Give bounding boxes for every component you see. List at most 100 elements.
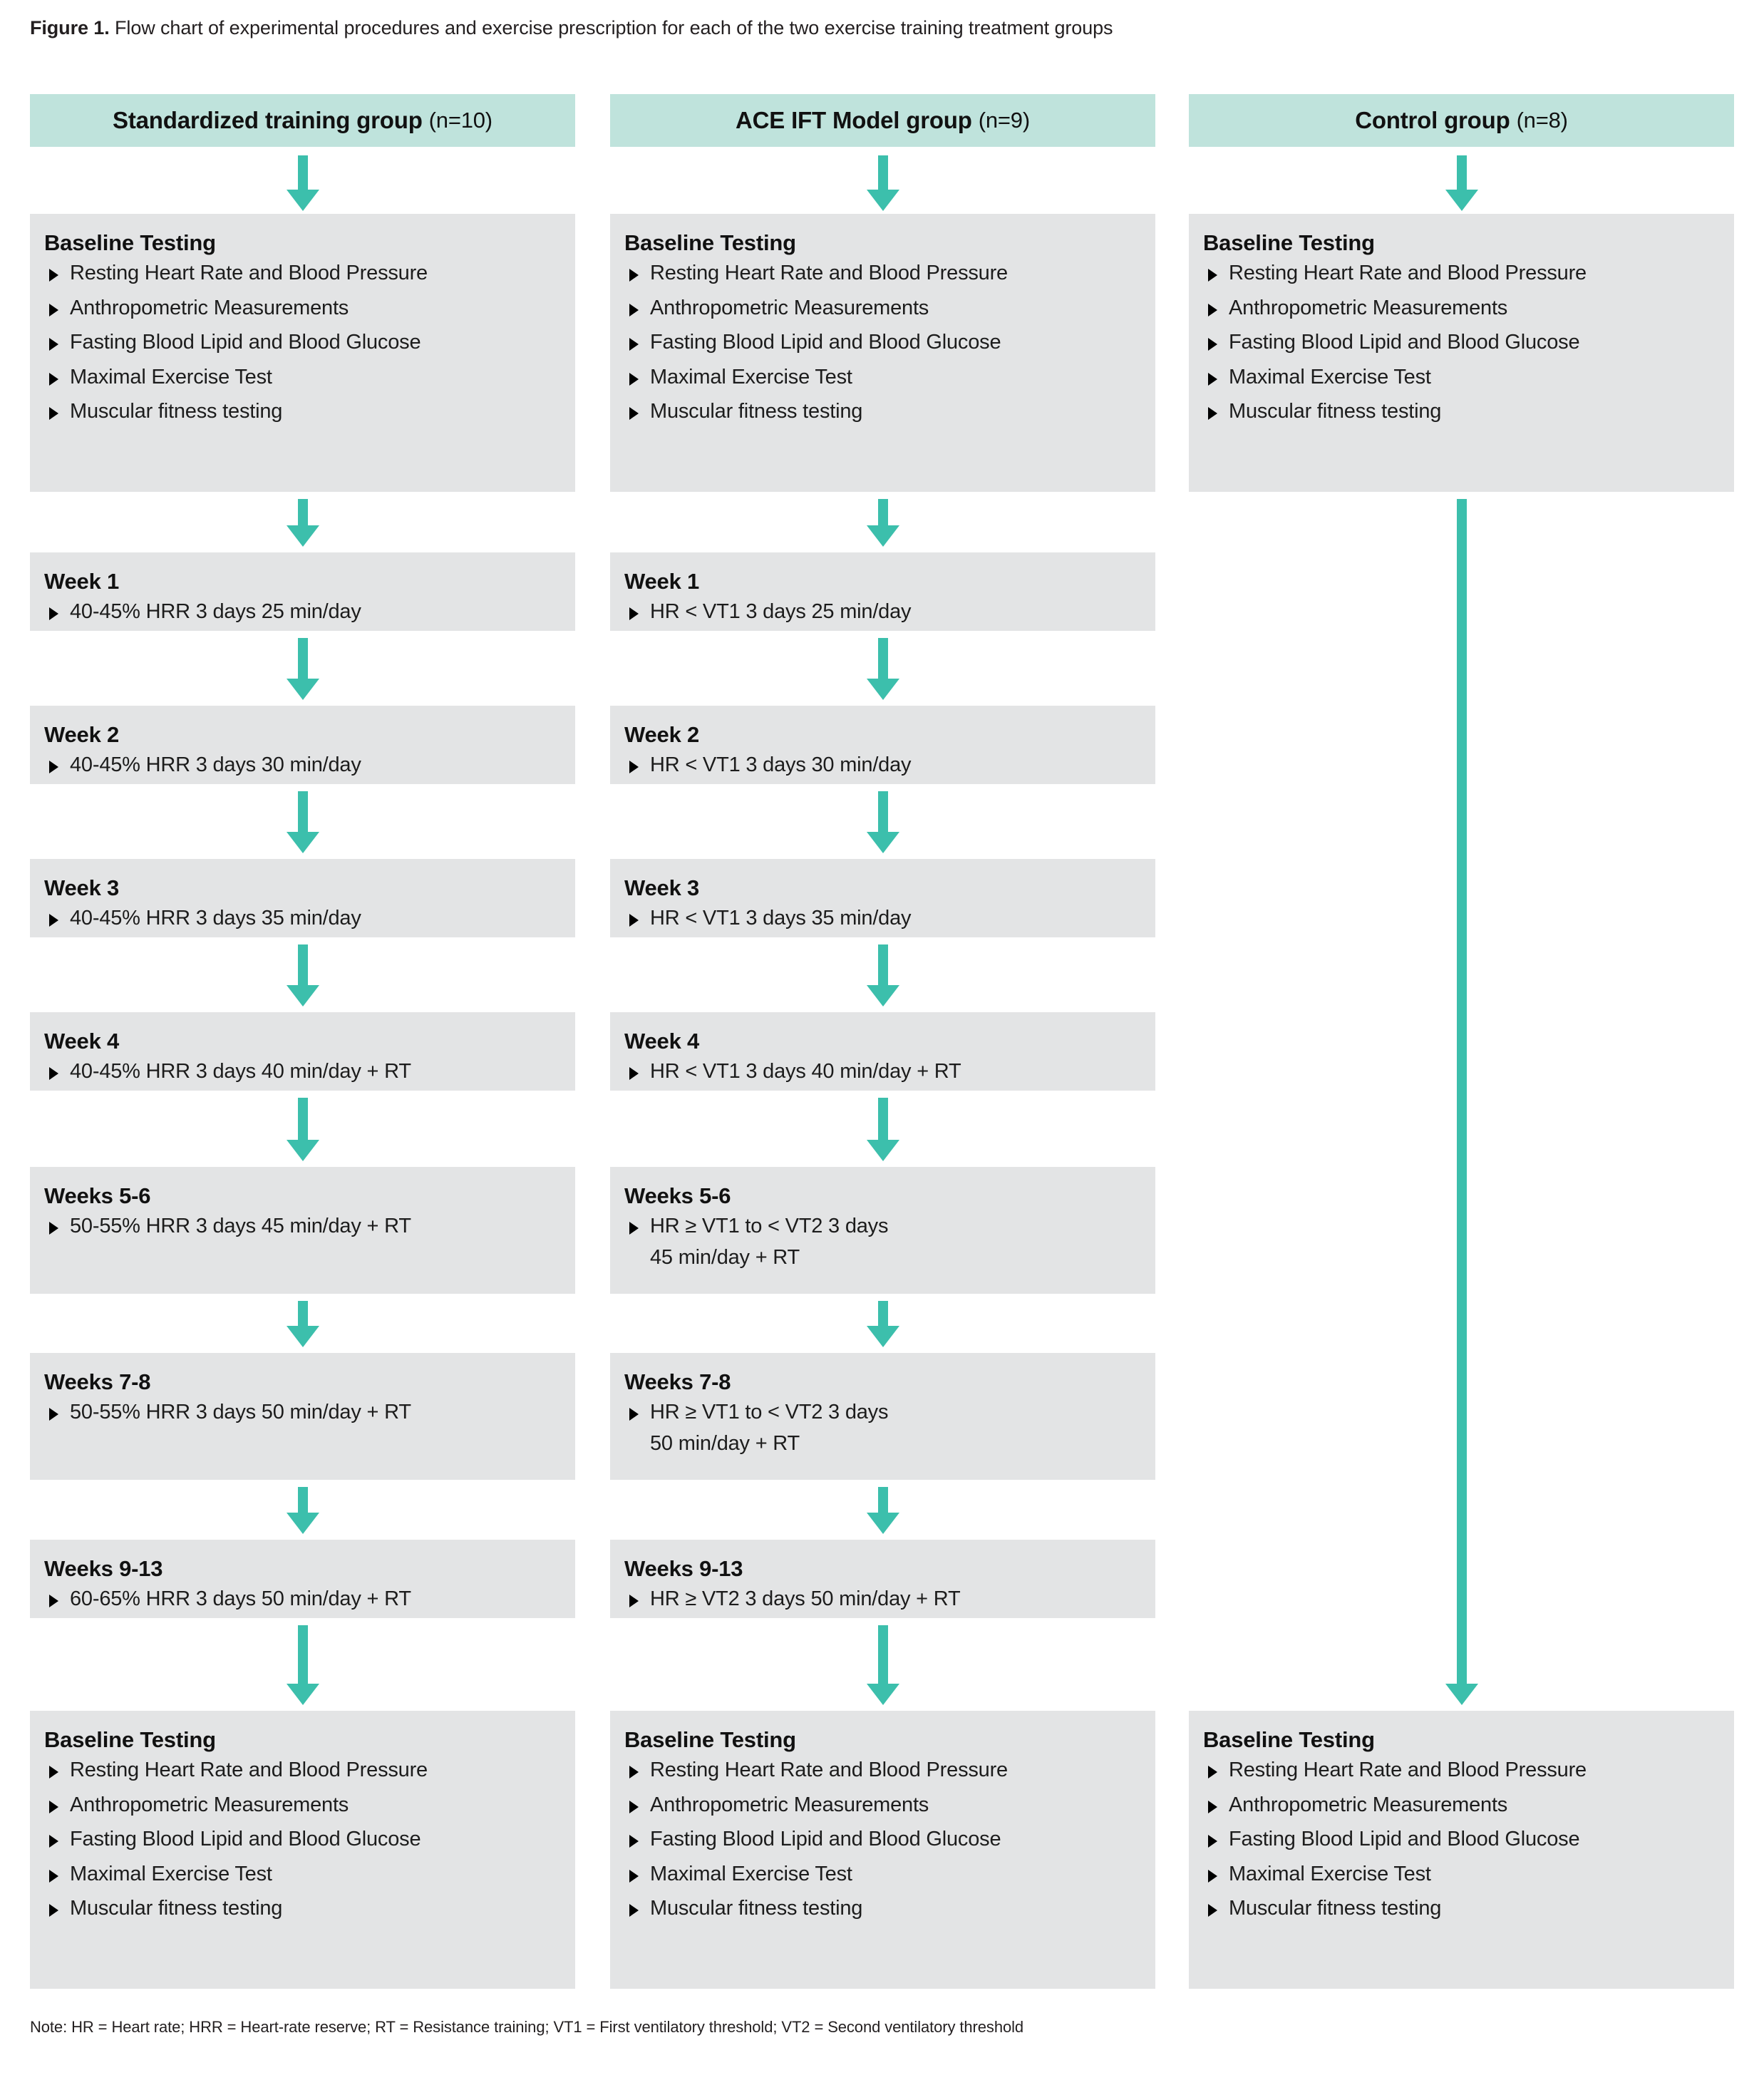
list-item: 50-55% HRR 3 days 45 min/day + RT	[44, 1214, 561, 1238]
list-item: Anthropometric Measurements	[624, 296, 1141, 320]
list-item: Fasting Blood Lipid and Blood Glucose	[624, 330, 1141, 354]
flow-box-list: 40-45% HRR 3 days 35 min/day	[44, 906, 561, 930]
flow-box-title: Weeks 7-8	[44, 1369, 151, 1394]
list-item: Resting Heart Rate and Blood Pressure	[624, 261, 1141, 285]
list-item-label: Fasting Blood Lipid and Blood Glucose	[650, 1828, 1001, 1850]
triangle-bullet-icon	[629, 1800, 639, 1813]
list-item-label: 60-65% HRR 3 days 50 min/day + RT	[70, 1587, 411, 1610]
arrow-head	[866, 1140, 899, 1161]
triangle-bullet-icon	[49, 607, 58, 620]
list-item: 40-45% HRR 3 days 25 min/day	[44, 599, 561, 624]
list-item-label: HR < VT1 3 days 25 min/day	[650, 600, 912, 623]
triangle-bullet-icon	[49, 1835, 58, 1848]
arrow-shaft	[297, 1625, 308, 1685]
list-item-label: Maximal Exercise Test	[70, 365, 272, 388]
flow-arrow-down-icon	[866, 1098, 899, 1161]
flow-box-title: Week 2	[44, 722, 120, 747]
arrow-shaft	[877, 944, 888, 987]
flow-arrow-down-icon	[866, 791, 899, 853]
list-item: HR < VT1 3 days 35 min/day	[624, 906, 1141, 930]
flow-box-title: Weeks 5-6	[44, 1183, 151, 1208]
arrow-head	[866, 679, 899, 700]
group-header-0: Standardized training group(n=10)	[30, 94, 575, 147]
list-item-label: Maximal Exercise Test	[1229, 365, 1431, 388]
list-item-continuation: 45 min/day + RT	[650, 1246, 800, 1269]
triangle-bullet-icon	[1208, 1800, 1217, 1813]
list-item-label: 50-55% HRR 3 days 50 min/day + RT	[70, 1401, 411, 1424]
flow-box-title: Baseline Testing	[44, 1727, 216, 1752]
flow-box: Week 1 HR < VT1 3 days 25 min/day	[610, 552, 1155, 631]
flow-arrow-down-icon	[286, 499, 319, 547]
flow-arrow-down-icon	[866, 1301, 899, 1347]
triangle-bullet-icon	[629, 1222, 639, 1235]
triangle-bullet-icon	[629, 269, 639, 282]
flow-arrow-down-icon	[1445, 499, 1478, 1705]
list-item: Resting Heart Rate and Blood Pressure	[624, 1758, 1141, 1782]
flow-box-title: Week 4	[624, 1029, 700, 1054]
figure-note: Note: HR = Heart rate; HRR = Heart-rate …	[30, 2018, 1024, 2036]
list-item: Maximal Exercise Test	[624, 1862, 1141, 1886]
list-item-label: Fasting Blood Lipid and Blood Glucose	[1229, 1828, 1580, 1850]
flow-box-title: Baseline Testing	[624, 1727, 796, 1752]
flow-box-title: Weeks 9-13	[44, 1556, 163, 1581]
list-item-label: 40-45% HRR 3 days 30 min/day	[70, 753, 361, 776]
triangle-bullet-icon	[1208, 269, 1217, 282]
list-item: Anthropometric Measurements	[1203, 296, 1720, 320]
flow-box-title: Week 1	[44, 569, 120, 594]
list-item-label: Fasting Blood Lipid and Blood Glucose	[650, 331, 1001, 354]
list-item-label: Fasting Blood Lipid and Blood Glucose	[70, 1828, 421, 1850]
flow-box: Weeks 5-6 50-55% HRR 3 days 45 min/day + …	[30, 1167, 575, 1294]
triangle-bullet-icon	[629, 303, 639, 316]
list-item-label: 40-45% HRR 3 days 35 min/day	[70, 907, 361, 930]
list-item: 60-65% HRR 3 days 50 min/day + RT	[44, 1587, 561, 1611]
flow-box-list: 40-45% HRR 3 days 30 min/day	[44, 753, 561, 777]
list-item: Anthropometric Measurements	[1203, 1793, 1720, 1817]
list-item: HR ≥ VT2 3 days 50 min/day + RT	[624, 1587, 1141, 1611]
list-item-label: 50-55% HRR 3 days 45 min/day + RT	[70, 1215, 411, 1237]
list-item-label: Resting Heart Rate and Blood Pressure	[1229, 1759, 1587, 1781]
list-item: Maximal Exercise Test	[624, 365, 1141, 389]
arrow-head	[286, 1684, 319, 1705]
list-item-label: 40-45% HRR 3 days 25 min/day	[70, 600, 361, 623]
arrow-shaft	[877, 1487, 888, 1514]
triangle-bullet-icon	[629, 1067, 639, 1080]
arrow-shaft	[297, 1301, 308, 1327]
list-item-label: Resting Heart Rate and Blood Pressure	[650, 1759, 1008, 1781]
arrow-head	[866, 1513, 899, 1534]
flow-arrow-down-icon	[866, 155, 899, 211]
arrow-shaft	[877, 1625, 888, 1685]
flow-arrow-down-icon	[286, 1487, 319, 1534]
list-item-label: Muscular fitness testing	[1229, 400, 1442, 423]
triangle-bullet-icon	[629, 914, 639, 927]
list-item-label: Maximal Exercise Test	[70, 1862, 272, 1885]
flow-box: Week 1 40-45% HRR 3 days 25 min/day	[30, 552, 575, 631]
triangle-bullet-icon	[49, 269, 58, 282]
flow-box-title: Week 1	[624, 569, 700, 594]
figure-label: Figure 1.	[30, 17, 110, 38]
triangle-bullet-icon	[1208, 1835, 1217, 1848]
arrow-head	[286, 1326, 319, 1347]
list-item-continuation: 50 min/day + RT	[650, 1432, 800, 1455]
flow-box-list: HR < VT1 3 days 35 min/day	[624, 906, 1141, 930]
arrow-shaft	[297, 791, 308, 833]
arrow-shaft	[297, 1487, 308, 1514]
flow-arrow-down-icon	[866, 1625, 899, 1705]
list-item-label: Muscular fitness testing	[650, 400, 863, 423]
list-item-label: 40-45% HRR 3 days 40 min/day + RT	[70, 1060, 411, 1083]
triangle-bullet-icon	[629, 1835, 639, 1848]
group-header-count: (n=8)	[1516, 108, 1568, 133]
arrow-shaft	[877, 155, 888, 191]
arrow-head	[286, 190, 319, 211]
flow-box-list: 50-55% HRR 3 days 45 min/day + RT	[44, 1214, 561, 1238]
list-item: 50-55% HRR 3 days 50 min/day + RT	[44, 1400, 561, 1424]
